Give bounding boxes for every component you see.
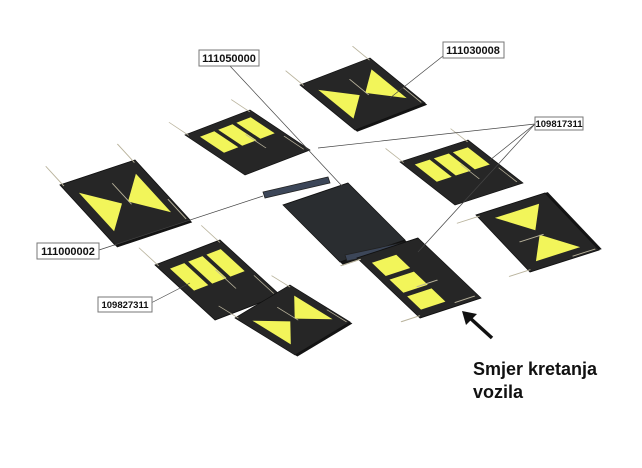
callout-109817311: 109817311 [534, 116, 584, 131]
leader-111030008 [389, 55, 444, 99]
leader-111050000 [229, 65, 343, 187]
tile-triangle-top [282, 43, 428, 133]
callout-111050000: 111050000 [198, 49, 260, 67]
tile-triangle-left [42, 141, 193, 249]
svg-text:111050000: 111050000 [202, 53, 256, 65]
svg-text:111000002: 111000002 [41, 246, 95, 258]
direction-label-line2: vozila [473, 382, 524, 402]
tile-triangle-right [454, 191, 603, 280]
direction-arrow-icon [462, 311, 494, 340]
leader-111000002 [98, 195, 264, 251]
callout-111000002: 111000002 [36, 242, 100, 260]
direction-label-line1: Smjer kretanja [473, 359, 598, 379]
callout-111030008: 111030008 [442, 41, 505, 59]
leader-109817311-c [317, 123, 536, 149]
svg-text:109817311: 109817311 [535, 119, 583, 130]
svg-text:109827311: 109827311 [101, 300, 149, 311]
strip-upper [262, 176, 331, 199]
callout-109827311: 109827311 [97, 296, 153, 313]
leader-109817311-a [489, 123, 536, 161]
leader-109817311-b [417, 123, 536, 253]
svg-text:111030008: 111030008 [446, 45, 500, 57]
leader-109827311 [150, 282, 191, 304]
tile-rects-upper-left [166, 97, 311, 176]
